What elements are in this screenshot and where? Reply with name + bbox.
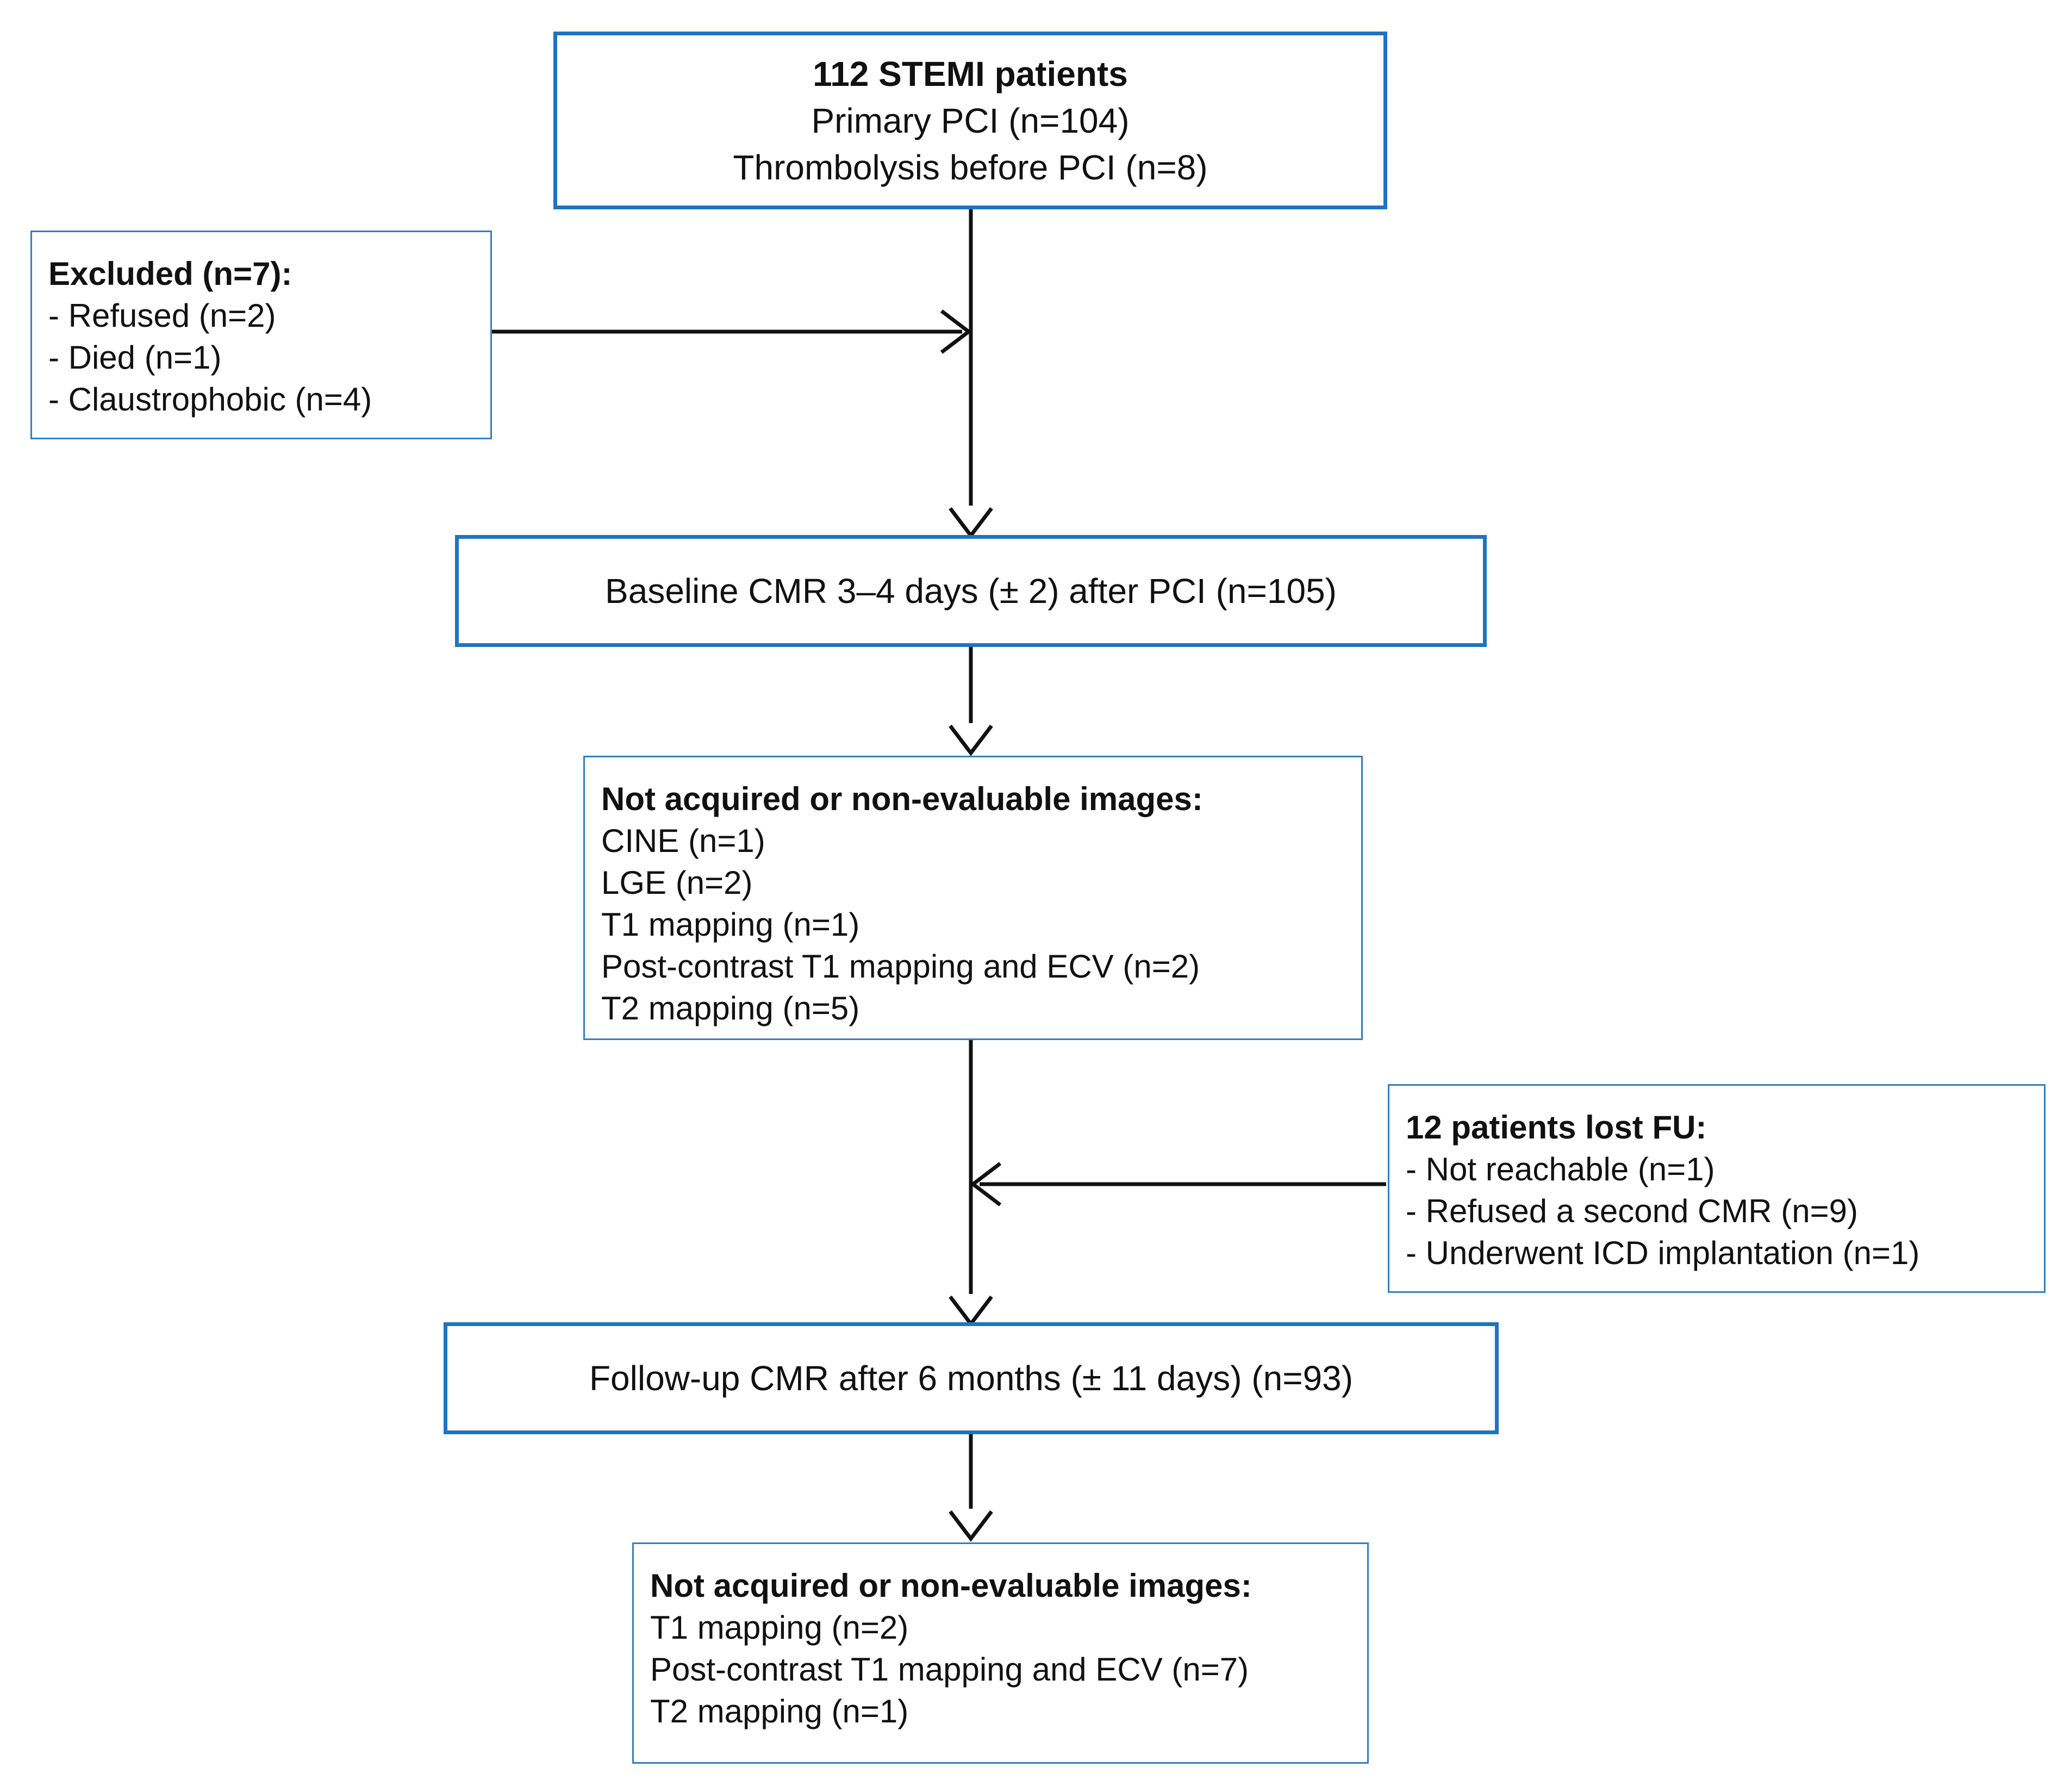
baseline-missing-item: Post-contrast T1 mapping and ECV (n=2) [601, 948, 1200, 985]
baseline-missing-box: Not acquired or non-evaluable images: CI… [583, 756, 1363, 1040]
arrowhead-excluded [940, 309, 972, 354]
followup-missing-item: T1 mapping (n=2) [650, 1609, 909, 1646]
lost-fu-item: - Refused a second CMR (n=9) [1406, 1193, 1859, 1229]
baseline-box: Baseline CMR 3–4 days (± 2) after PCI (n… [455, 535, 1487, 647]
followup-box: Follow-up CMR after 6 months (± 11 days)… [444, 1322, 1499, 1434]
baseline-missing-title: Not acquired or non-evaluable images: [601, 781, 1203, 817]
followup-label: Follow-up CMR after 6 months (± 11 days)… [589, 1359, 1354, 1398]
baseline-missing-item: T1 mapping (n=1) [601, 906, 860, 943]
lost-fu-item: - Underwent ICD implantation (n=1) [1406, 1235, 1920, 1271]
arrowhead-lost-fu [970, 1162, 1002, 1206]
baseline-missing-item: LGE (n=2) [601, 864, 753, 901]
top-box-title: 112 STEMI patients [813, 54, 1128, 94]
excluded-item: - Claustrophobic (n=4) [48, 381, 372, 418]
followup-missing-title: Not acquired or non-evaluable images: [650, 1567, 1252, 1604]
top-box-line-2: Thrombolysis before PCI (n=8) [733, 147, 1208, 187]
followup-missing-item: T2 mapping (n=1) [650, 1693, 909, 1729]
arrowhead-baseline [949, 507, 993, 539]
baseline-missing-item: CINE (n=1) [601, 823, 765, 859]
excluded-box: Excluded (n=7): - Refused (n=2) - Died (… [30, 231, 492, 439]
top-box-line-1: Primary PCI (n=104) [811, 101, 1130, 140]
baseline-label: Baseline CMR 3–4 days (± 2) after PCI (n… [605, 571, 1337, 611]
arrowhead-missing [949, 724, 993, 756]
top-box: 112 STEMI patients Primary PCI (n=104) T… [553, 32, 1387, 209]
excluded-item: - Died (n=1) [48, 339, 222, 376]
arrowhead-followup [949, 1295, 993, 1327]
baseline-missing-item: T2 mapping (n=5) [601, 990, 860, 1026]
arrowhead-final [949, 1510, 993, 1542]
lost-fu-item: - Not reachable (n=1) [1406, 1151, 1715, 1187]
followup-missing-item: Post-contrast T1 mapping and ECV (n=7) [650, 1651, 1249, 1688]
lost-fu-title: 12 patients lost FU: [1406, 1109, 1707, 1146]
followup-missing-box: Not acquired or non-evaluable images: T1… [632, 1542, 1369, 1764]
lost-fu-box: 12 patients lost FU: - Not reachable (n=… [1388, 1084, 2046, 1293]
excluded-title: Excluded (n=7): [48, 256, 292, 292]
excluded-item: - Refused (n=2) [48, 297, 276, 334]
